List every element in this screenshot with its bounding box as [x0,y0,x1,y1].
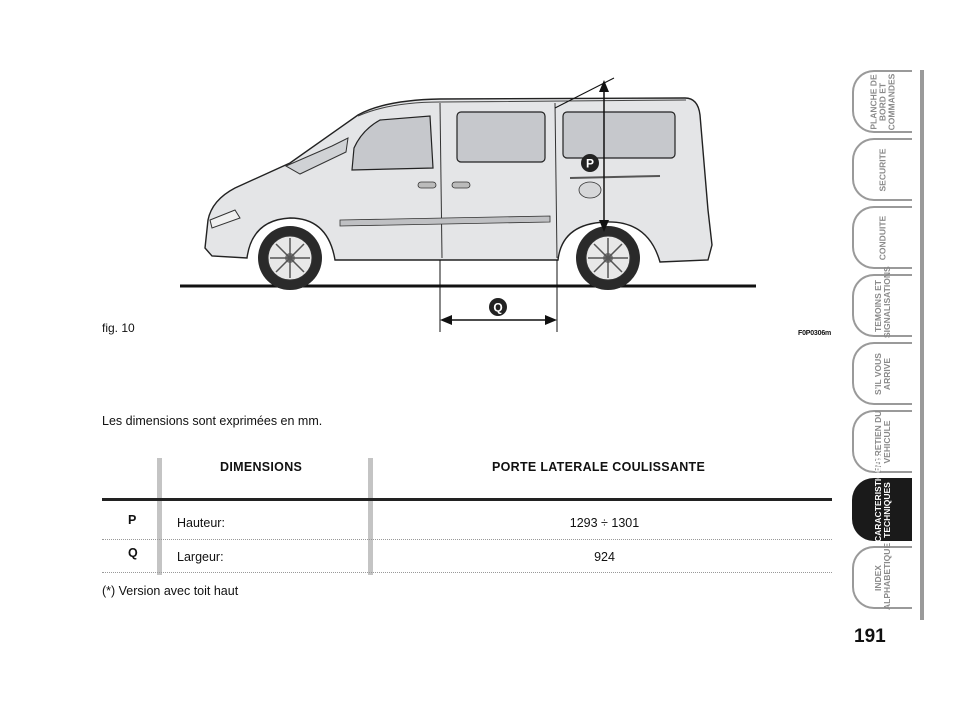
page-number: 191 [854,626,886,647]
row-key-p: P [128,513,137,527]
header-sliding-door: PORTE LATERALE COULISSANTE [492,460,706,474]
door-line-slide [554,102,558,259]
tab-label: S’IL VOUS ARRIVE [873,352,892,395]
side-protection-strip [339,215,551,227]
door-handle-slide [451,181,471,189]
q-marker-label: Q [493,301,502,315]
footnote: (*) Version avec toit haut [102,584,239,598]
chapter-tabs: PLANCHE DE BORD ET COMMANDES SECURITE CO… [852,70,924,620]
tab-label: INDEX ALPHABETIQUE [873,542,892,610]
row-value-width: 924 [594,550,615,564]
q-marker-badge [489,298,507,316]
row-rule-2 [102,572,832,573]
fuel-cap [578,181,602,199]
tab-planche-de-bord[interactable]: PLANCHE DE BORD ET COMMANDES [852,70,912,133]
slide-rail [569,175,661,179]
door-line-front [439,102,443,259]
front-window [351,115,434,171]
tab-caracteristiques[interactable]: CARACTERISTIQUES TECHNIQUES [852,454,912,542]
p-marker-label: P [586,157,594,171]
door-handle-front [417,181,437,189]
row-rule-1 [102,539,832,540]
headlight [209,209,241,229]
van-side-view-figure: P Q [180,77,756,332]
header-dimensions: DIMENSIONS [220,460,303,474]
tab-index[interactable]: INDEX ALPHABETIQUE [852,542,912,610]
tab-label: TEMOINS ET SIGNALISATIONS [873,265,892,338]
table-divider-middle [368,458,373,575]
p-reference-line [554,77,615,109]
figure-code: F0P0306m [798,330,832,337]
row-value-height: 1293 ÷ 1301 [569,516,640,530]
tab-conduite[interactable]: CONDUITE [852,206,912,269]
tab-rail [920,70,924,620]
tab-entretien[interactable]: ENTRETIEN DU VEHICULE [852,410,912,473]
row-label-height: Hauteur: [177,516,225,530]
tab-temoins[interactable]: TEMOINS ET SIGNALISATIONS [852,265,912,338]
rear-wheel [576,226,640,290]
middle-window [456,111,546,163]
tab-sil-vous-arrive[interactable]: S’IL VOUS ARRIVE [852,342,912,405]
header-rule [102,498,832,501]
dimensions-table: DIMENSIONS PORTE LATERALE COULISSANTE P … [102,455,832,575]
roof-rail [357,99,687,117]
tab-label: SECURITE [877,148,888,191]
row-label-width: Largeur: [177,550,224,564]
tab-securite[interactable]: SECURITE [852,138,912,201]
tab-label: CARACTERISTIQUES TECHNIQUES [873,454,892,542]
tab-label: PLANCHE DE BORD ET COMMANDES [868,73,897,130]
p-arrow-top [599,80,609,92]
tab-label: CONDUITE [877,215,888,260]
row-key-q: Q [128,546,138,560]
table-divider-left [157,458,162,575]
p-marker-badge [581,154,599,172]
intro-text: Les dimensions sont exprimées en mm. [102,414,323,428]
q-arrow-left [440,315,452,325]
windshield [284,137,349,175]
front-wheel [258,226,322,290]
q-arrow-right [545,315,557,325]
figure-label: fig. 10 [102,321,135,335]
p-arrow-bottom [599,220,609,232]
rear-window [562,111,676,159]
